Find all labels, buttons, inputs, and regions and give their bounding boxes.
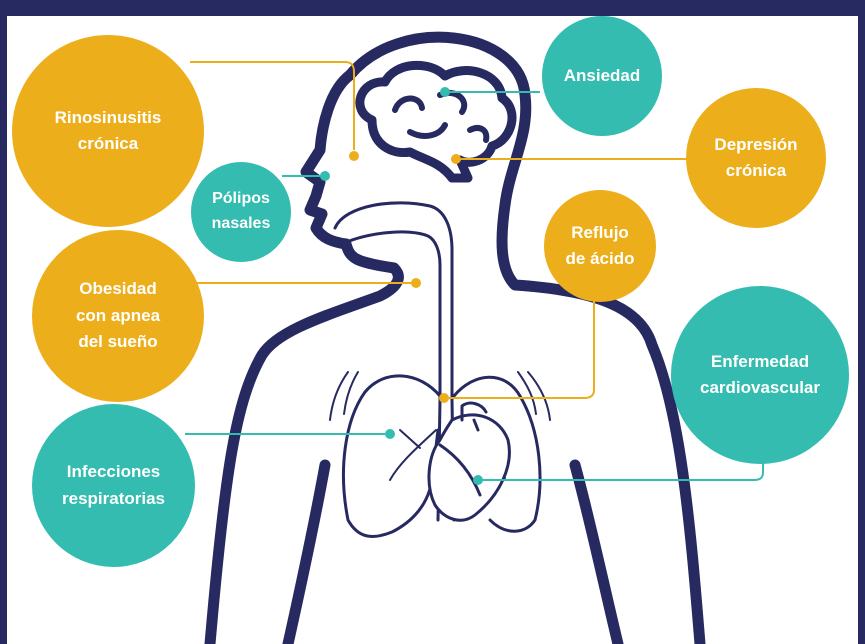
label-ansiedad: Ansiedad: [564, 63, 641, 89]
bubble-cardiovascular: Enfermedad cardiovascular: [671, 286, 849, 464]
label-rinosinusitis: Rinosinusitis crónica: [55, 105, 162, 158]
label-depresion: Depresión crónica: [714, 132, 797, 185]
bubble-infecciones: Infecciones respiratorias: [32, 404, 195, 567]
bubble-obesidad: Obesidad con apnea del sueño: [32, 230, 204, 402]
left-arm: [288, 465, 325, 644]
bubble-depresion: Depresión crónica: [686, 88, 826, 228]
dot-depresion: [451, 154, 461, 164]
heart: [429, 415, 509, 520]
bubble-ansiedad: Ansiedad: [542, 16, 662, 136]
label-obesidad: Obesidad con apnea del sueño: [76, 276, 160, 355]
dot-obesidad: [411, 278, 421, 288]
label-cardiovascular: Enfermedad cardiovascular: [700, 349, 820, 402]
label-infecciones: Infecciones respiratorias: [62, 459, 165, 512]
label-polipos: Pólipos nasales: [212, 187, 271, 237]
bubble-polipos: Pólipos nasales: [191, 162, 291, 262]
connector-cardiovascular: [482, 455, 763, 480]
dot-polipos: [320, 171, 330, 181]
right-arm: [575, 465, 618, 644]
dot-infecciones: [385, 429, 395, 439]
label-reflujo: Reflujo de ácido: [566, 220, 635, 273]
brain-folds: [395, 93, 486, 140]
dot-rinosinusitis: [349, 151, 359, 161]
dot-reflujo: [439, 393, 449, 403]
bubble-rinosinusitis: Rinosinusitis crónica: [12, 35, 204, 227]
dot-ansiedad: [440, 87, 450, 97]
body-outline-back: [350, 37, 700, 644]
dot-cardiovascular: [473, 475, 483, 485]
bubble-reflujo: Reflujo de ácido: [544, 190, 656, 302]
left-lung: [343, 376, 440, 537]
brain: [360, 65, 512, 178]
